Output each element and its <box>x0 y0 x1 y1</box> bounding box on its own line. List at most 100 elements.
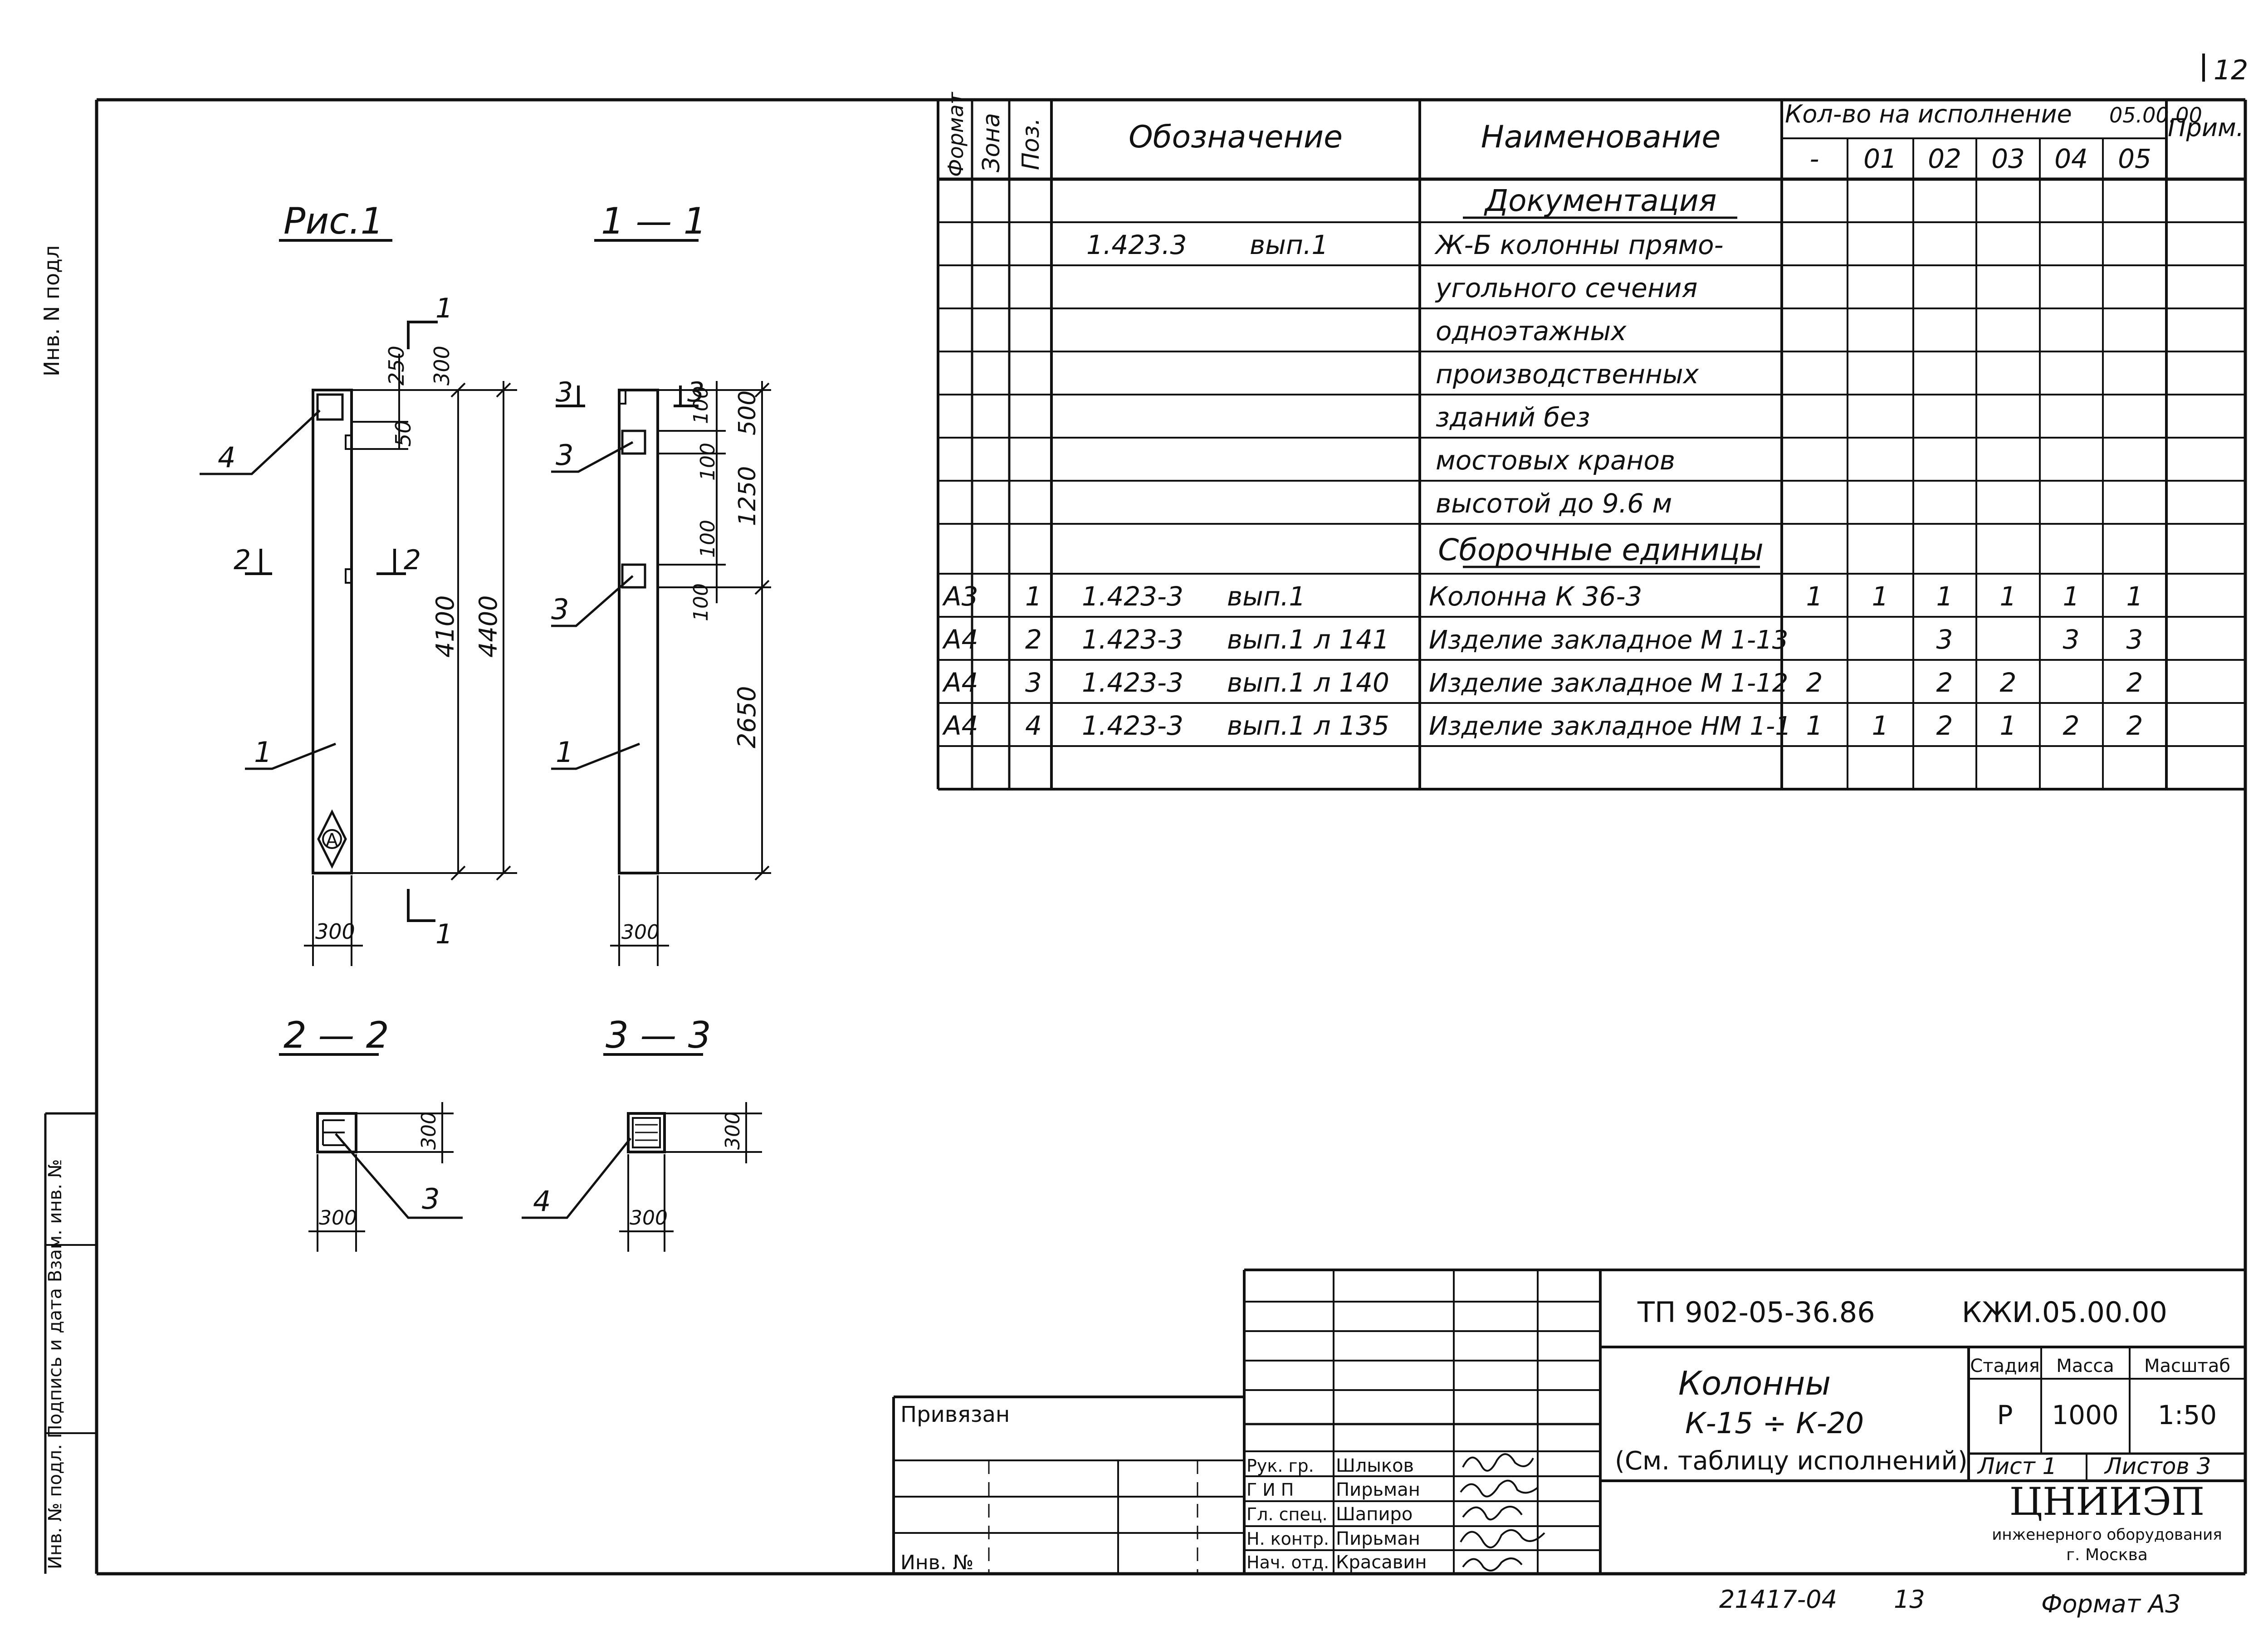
row2-issue: вып.1 л 141 <box>1227 624 1389 655</box>
name-1: Шлыков <box>1336 1455 1414 1476</box>
title-underlines <box>279 239 703 1056</box>
doc-name-line-1: Ж-Б колонны прямо- <box>1434 229 1724 260</box>
row1-q-05: 1 <box>2126 581 2143 612</box>
row4-q-03: 1 <box>2000 710 2017 741</box>
row1-q-02: 1 <box>1936 581 1953 612</box>
sec11-leader-1: 1 <box>556 736 573 769</box>
spec-row: А4 2 1.423-3 вып.1 л 141 Изделие закладн… <box>942 624 2143 655</box>
row2-code: 1.423-3 <box>1082 624 1183 655</box>
row4-name: Изделие закладное НМ 1-1 <box>1429 712 1791 741</box>
sec11-cut-marks <box>556 386 699 407</box>
attached-label: Привязан <box>900 1402 1010 1427</box>
row3-pos: 3 <box>1025 667 1042 698</box>
header-qty-base: 05.00.00 <box>2109 103 2202 127</box>
fig1-cut-labels: 1 1 2 2 <box>234 293 453 950</box>
sec11-leaders <box>551 441 640 770</box>
org-name: ЦНИИЭП <box>2009 1479 2205 1524</box>
header-variant-03: 03 <box>1991 143 2025 174</box>
fig1-dim-300: 300 <box>430 346 454 386</box>
row3-issue: вып.1 л 140 <box>1227 667 1389 698</box>
spec-row: А3 1 1.423-3 вып.1 Колонна К 36-3 1 1 1 … <box>942 581 2143 612</box>
row4-pos: 4 <box>1025 710 1042 741</box>
title-block: ТП 902-05-36.86 КЖИ.05.00.00 Колонны К-1… <box>892 1269 2245 1574</box>
role-5: Нач. отд. <box>1246 1552 1329 1572</box>
name-3: Шапиро <box>1336 1504 1413 1525</box>
header-name: Наименование <box>1481 119 1721 155</box>
fig1-dim-4100: 4100 <box>431 595 459 658</box>
row3-q-05: 2 <box>2126 667 2143 698</box>
fig1-leaders <box>200 410 336 770</box>
section-3-3-title: 3 — 3 <box>606 1014 711 1056</box>
header-pos: Поз. <box>1017 118 1045 170</box>
section-2-2 <box>308 1102 463 1252</box>
mark-a: А <box>326 830 338 851</box>
row1-name: Колонна К 36-3 <box>1429 581 1642 612</box>
title-line-2: К-15 ÷ К-20 <box>1685 1407 1864 1440</box>
sheet-number: Лист 1 <box>1977 1453 2057 1479</box>
row2-q-05: 3 <box>2126 624 2143 655</box>
stage-value: Р <box>1997 1400 2013 1430</box>
role-2: Г И П <box>1246 1480 1294 1500</box>
sec22-dim-w: 300 <box>319 1206 357 1230</box>
doc-name-line-4: производственных <box>1436 359 1699 390</box>
sec11-dim-100b: 100 <box>696 443 719 481</box>
mass-label: Масса <box>2056 1356 2114 1376</box>
role-3: Гл. спец. <box>1246 1504 1328 1524</box>
sec33-dim-h: 300 <box>721 1112 744 1150</box>
fig1-leader-4: 4 <box>218 441 235 474</box>
row4-format: А4 <box>942 710 978 741</box>
header-designation: Обозначение <box>1129 119 1343 155</box>
row4-q-base: 1 <box>1806 710 1823 741</box>
title-block-texts: ТП 902-05-36.86 КЖИ.05.00.00 Колонны К-1… <box>900 1296 2230 1574</box>
doc-name-line-7: высотой до 9.6 м <box>1436 488 1672 519</box>
role-4: Н. контр. <box>1246 1529 1329 1549</box>
row3-q-02: 2 <box>1936 667 1953 698</box>
row3-code: 1.423-3 <box>1082 667 1183 698</box>
row3-name: Изделие закладное М 1-12 <box>1429 669 1788 698</box>
footer-page: 13 <box>1894 1585 1925 1614</box>
doc-issue: вып.1 <box>1250 229 1328 260</box>
cut-2-left: 2 <box>234 544 251 576</box>
row2-q-04: 3 <box>2063 624 2080 655</box>
drawing-area: Рис.1 1 — 1 2 — 2 3 — 3 А <box>200 200 771 1252</box>
sec11-dim-1250: 1250 <box>734 466 761 526</box>
stage-label: Стадия <box>1970 1356 2039 1376</box>
spec-table: Формат Зона Поз. Обозначение Наименовани… <box>937 92 2245 791</box>
fig1-column: А <box>312 389 353 874</box>
cut-2-right: 2 <box>404 544 421 576</box>
sec11-leader-3a: 3 <box>556 439 573 472</box>
sec33-dim-w: 300 <box>630 1206 668 1230</box>
signature-4 <box>1460 1529 1545 1548</box>
sheets-total: Листов 3 <box>2104 1453 2211 1479</box>
footer-format: Формат А3 <box>2041 1590 2181 1618</box>
name-2: Пирьман <box>1336 1479 1420 1500</box>
title-block-grid <box>892 1269 2245 1574</box>
section-3-3 <box>522 1102 762 1252</box>
fig1-dim-250: 250 <box>384 346 409 386</box>
doc-name-line-3: одноэтажных <box>1436 316 1627 346</box>
section-1-1-column <box>618 389 659 874</box>
sec11-dim-500: 500 <box>734 390 761 435</box>
row4-code: 1.423-3 <box>1082 710 1183 741</box>
header-variant-base: - <box>1810 143 1819 174</box>
section-assembly: Сборочные единицы <box>1438 532 1764 567</box>
row2-format: А4 <box>942 624 978 655</box>
strip-top-label: Инв. N подл <box>39 245 64 376</box>
fig-title: Рис.1 <box>284 200 384 242</box>
fig1-dim-50: 50 <box>391 420 415 447</box>
header-variant-02: 02 <box>1928 143 1961 174</box>
sec11-dim-2650: 2650 <box>733 686 761 748</box>
header-variant-05: 05 <box>2118 143 2151 174</box>
cut-3-right: 3 <box>687 376 704 408</box>
sec11-leader-3b: 3 <box>551 593 569 626</box>
spec-headers: Формат Зона Поз. Обозначение Наименовани… <box>943 92 2244 177</box>
row3-format: А4 <box>942 667 978 698</box>
sec11-dim-100d: 100 <box>689 583 713 621</box>
doc-reference: 1.423.3 вып.1 Ж-Б колонны прямо- угольно… <box>1086 229 1724 519</box>
signature-2 <box>1460 1479 1539 1498</box>
org-subtitle: инженерного оборудования <box>1992 1526 2222 1544</box>
row2-pos: 2 <box>1025 624 1042 655</box>
scale-value: 1:50 <box>2158 1400 2217 1430</box>
cut-3-left: 3 <box>556 376 573 408</box>
